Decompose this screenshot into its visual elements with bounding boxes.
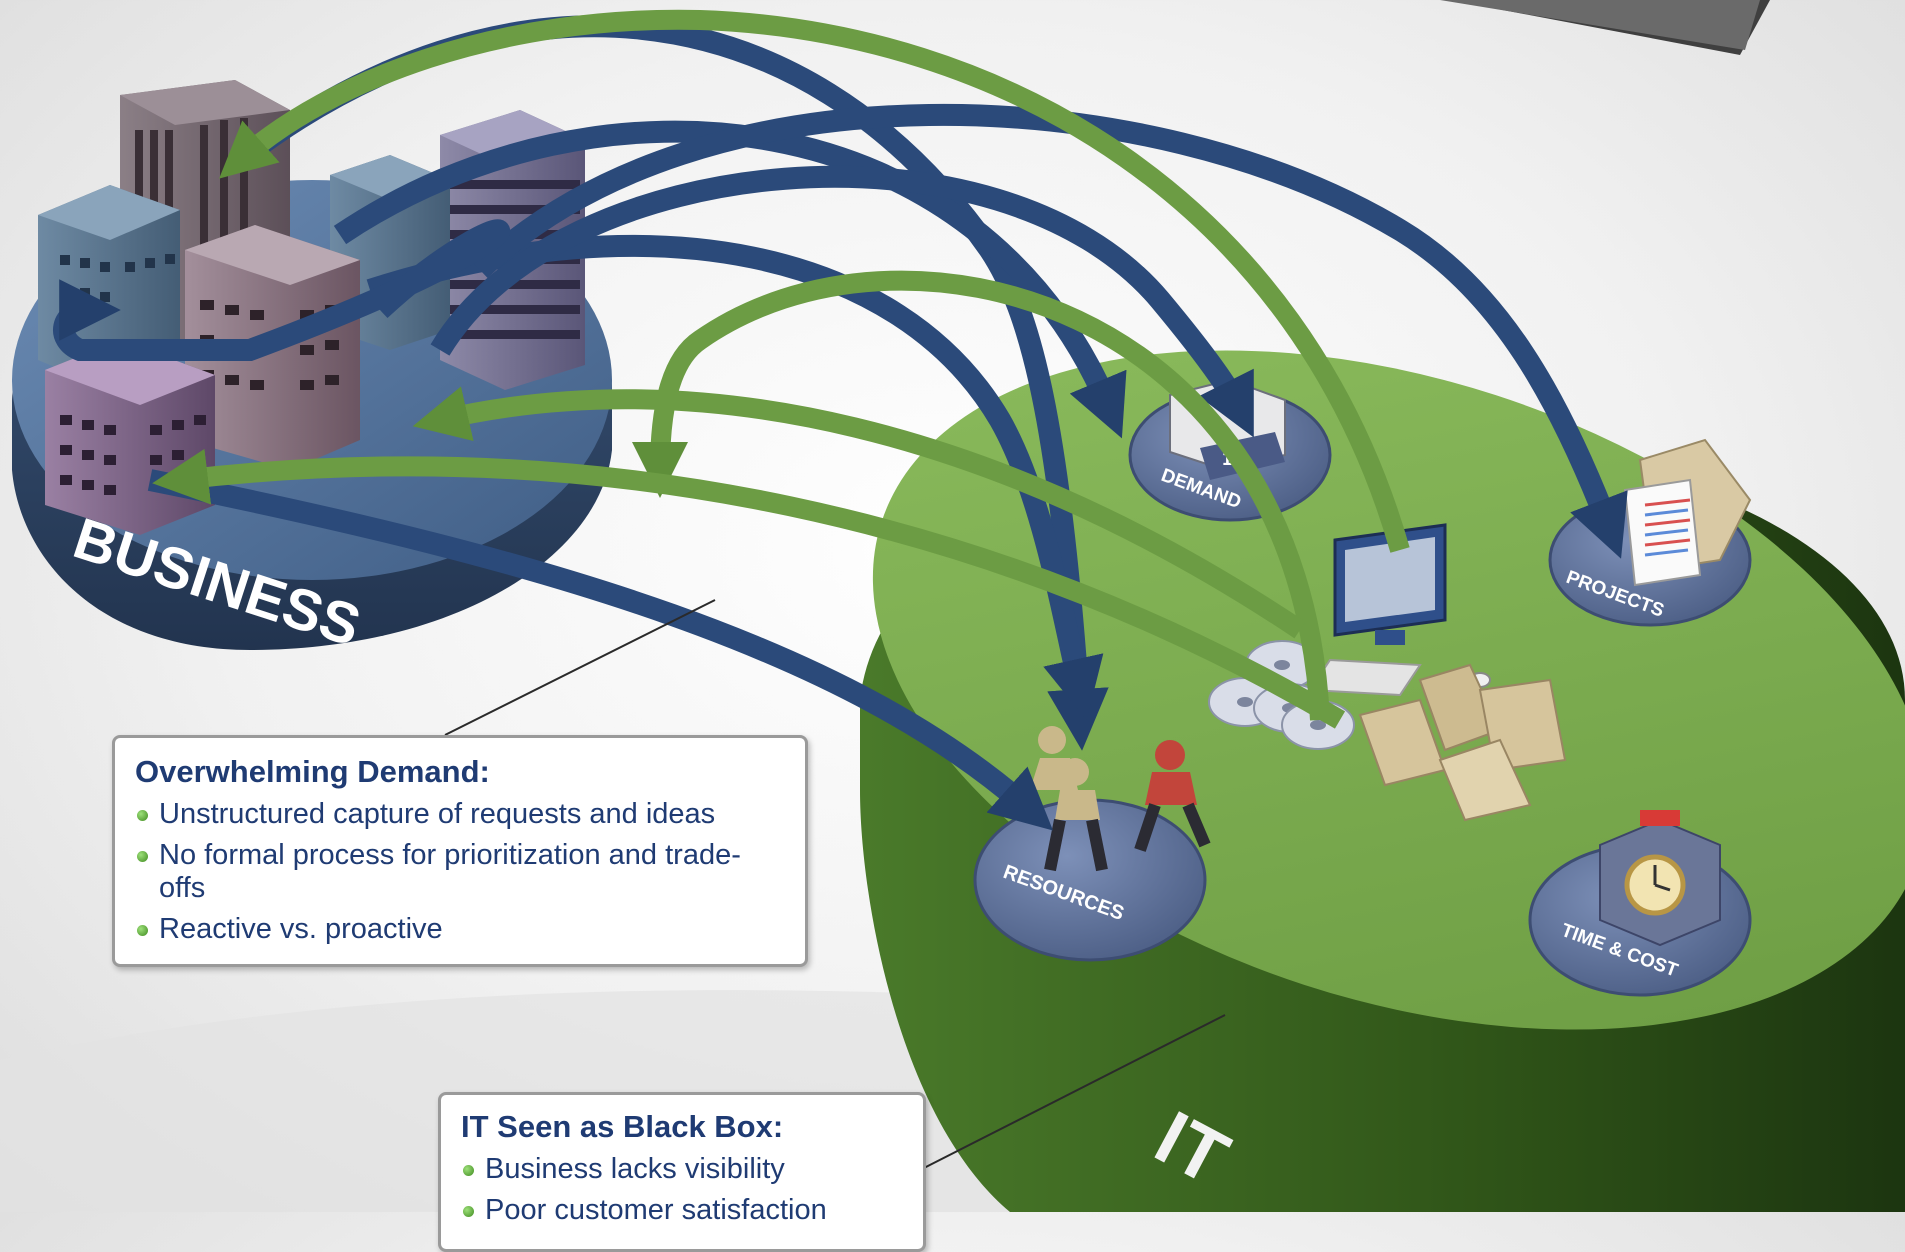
list-item: Poor customer satisfaction bbox=[461, 1194, 903, 1227]
background-swoosh bbox=[1440, 0, 1760, 50]
demand-management-diagram: IT BUSINESS bbox=[0, 0, 1905, 1212]
callout-bullet-list: Unstructured capture of requests and ide… bbox=[135, 798, 785, 946]
arrow-green-4 bbox=[152, 448, 1346, 729]
list-item: Unstructured capture of requests and ide… bbox=[135, 798, 785, 831]
bullet-dot-icon bbox=[463, 1165, 474, 1176]
list-item: No formal process for prioritization and… bbox=[135, 839, 785, 905]
arrow-blue-3 bbox=[366, 234, 1104, 721]
folder-report-icon bbox=[1623, 438, 1752, 587]
list-item: Business lacks visibility bbox=[461, 1153, 903, 1186]
callout-heading: IT Seen as Black Box: bbox=[461, 1109, 784, 1144]
bullet-dot-icon bbox=[137, 851, 148, 862]
leader-line-demand bbox=[444, 599, 716, 736]
bullet-dot-icon bbox=[137, 925, 148, 936]
monitor-icon bbox=[1333, 523, 1447, 645]
callout-overwhelming-demand: Overwhelming Demand: Unstructured captur… bbox=[112, 735, 808, 967]
blue-arrows bbox=[53, 15, 1628, 831]
arrow-blue-4 bbox=[472, 103, 1628, 559]
time-cost-subplatform: TIME & COST bbox=[1528, 810, 1752, 997]
list-item: Reactive vs. proactive bbox=[135, 913, 785, 946]
bullet-dot-icon bbox=[137, 810, 148, 821]
arrow-green-1 bbox=[219, 9, 1410, 553]
leader-line-it bbox=[919, 1014, 1226, 1171]
green-arrows bbox=[152, 9, 1410, 729]
callout-bullet-list: Business lacks visibility Poor customer … bbox=[461, 1153, 903, 1227]
arrow-blue-6 bbox=[147, 469, 1054, 831]
folders-icon bbox=[1358, 663, 1567, 822]
callout-heading: Overwhelming Demand: bbox=[135, 754, 490, 789]
arrow-green-2 bbox=[632, 270, 1330, 721]
arrow-blue-7 bbox=[53, 219, 511, 361]
callout-it-black-box: IT Seen as Black Box: Business lacks vis… bbox=[438, 1092, 926, 1252]
arrow-blue-5 bbox=[430, 165, 1254, 438]
arrow-green-3 bbox=[412, 386, 1306, 639]
building-purple-front bbox=[45, 340, 215, 535]
clock-icon bbox=[1599, 810, 1721, 947]
